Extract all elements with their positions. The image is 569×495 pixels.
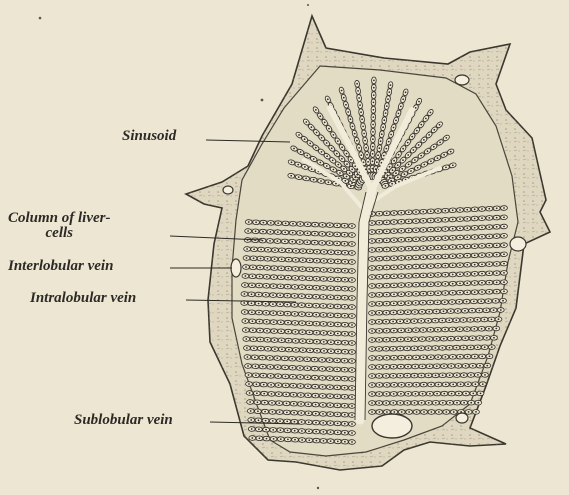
- label-sublobular-vein: Sublobular vein: [74, 413, 173, 428]
- sublobular-vein: [372, 414, 412, 438]
- label-column-of-liver-cells: Column of liver- cells: [8, 211, 111, 241]
- label-column-line1: Column of liver-: [8, 210, 111, 226]
- label-column-line2: cells: [8, 226, 111, 241]
- label-interlobular-vein: Interlobular vein: [8, 259, 113, 274]
- label-intralobular-vein: Intralobular vein: [30, 291, 136, 306]
- label-sinusoid: Sinusoid: [122, 129, 176, 144]
